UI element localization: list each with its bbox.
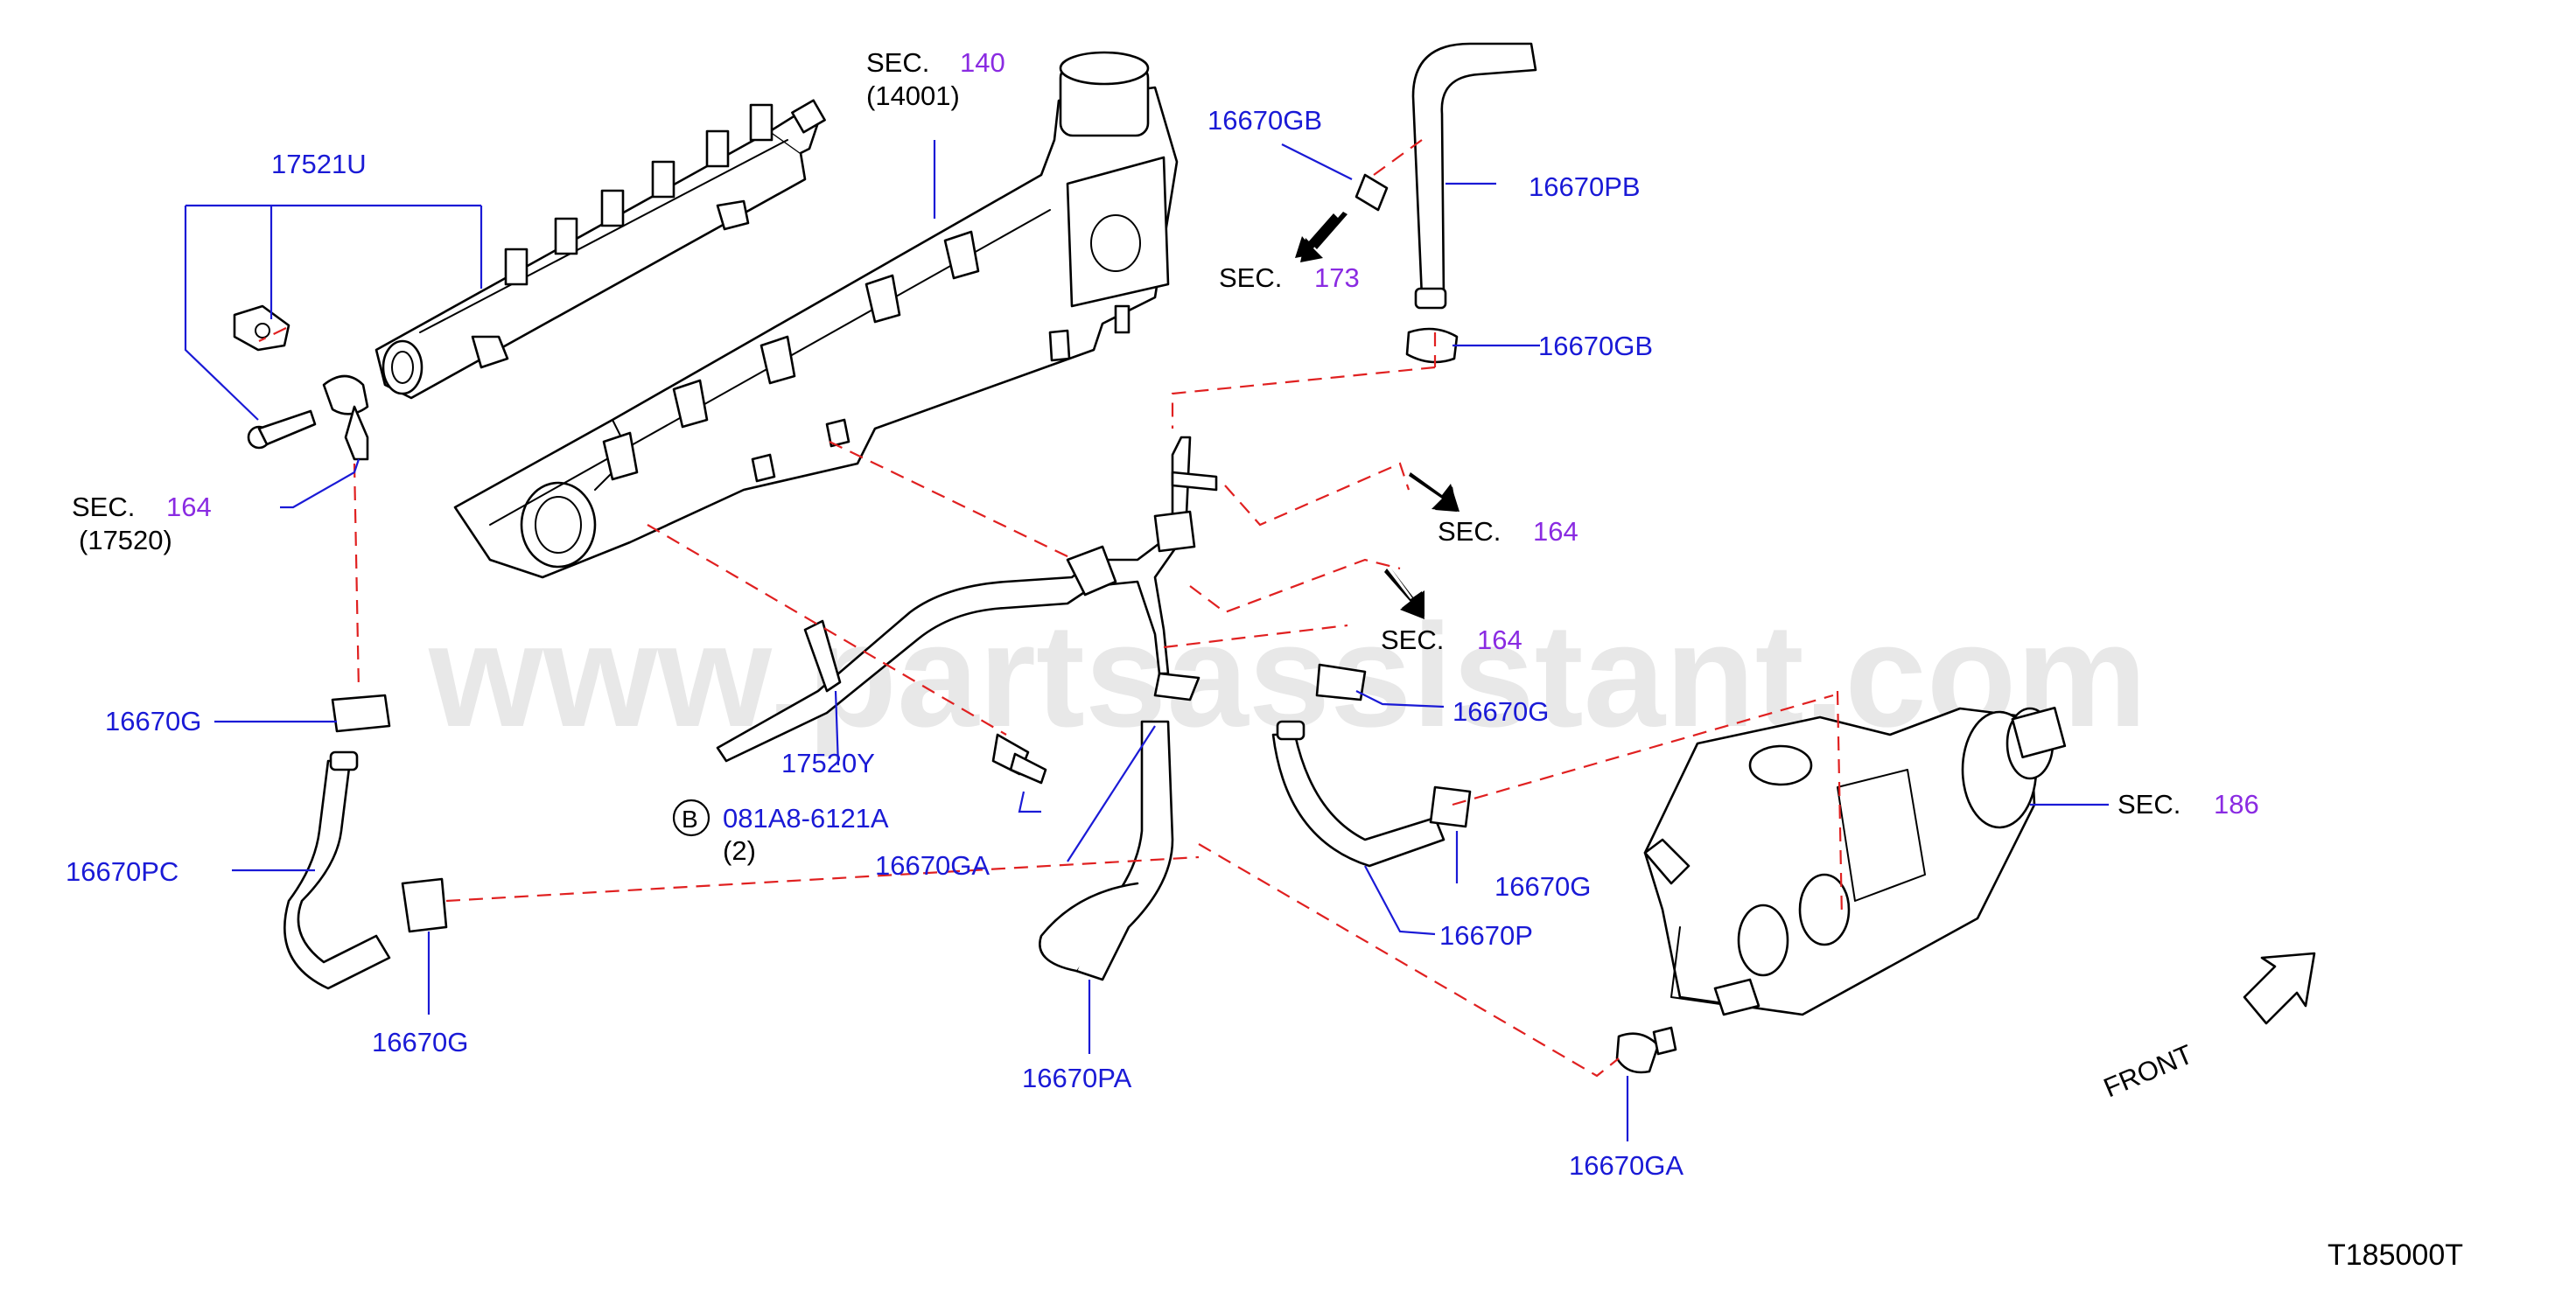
front-arrow-icon xyxy=(2243,952,2316,1025)
sec140-sub: (14001) xyxy=(866,80,960,111)
hose-16670PC xyxy=(284,694,448,990)
part-16670G-left[interactable]: 16670G xyxy=(105,706,201,736)
part-16670G-mid[interactable]: 16670G xyxy=(1452,696,1549,727)
part-16670GA-mid[interactable]: 16670GA xyxy=(875,850,990,881)
sec164b-prefix: SEC. xyxy=(1381,625,1444,655)
sec164-left-prefix: SEC. xyxy=(72,492,135,522)
bolt-circle-icon xyxy=(672,799,710,837)
sec186-prefix: SEC. xyxy=(2118,789,2180,820)
fuel-pipe-17520Y xyxy=(716,436,1218,763)
intake-manifold xyxy=(453,51,1179,579)
clamp-16670GA-bottom xyxy=(1615,1026,1677,1074)
diagram-code: T185000T xyxy=(2328,1239,2463,1272)
part-16670P[interactable]: 16670P xyxy=(1439,920,1533,951)
callout-sec164-b[interactable]: SEC. 164 xyxy=(1381,625,1522,655)
connection-lines xyxy=(258,139,1844,1078)
hose-16670P xyxy=(1271,663,1472,868)
part-16670GB-top[interactable]: 16670GB xyxy=(1208,105,1322,136)
sec164b-arrow-icon xyxy=(1384,569,1424,619)
sec164a-arrow-icon xyxy=(1409,472,1460,512)
bolt-081A8 xyxy=(991,733,1047,785)
callout-sec164-a[interactable]: SEC. 164 xyxy=(1438,516,1578,547)
sec173-arrow-icon xyxy=(1300,212,1348,262)
callout-bolt[interactable]: B 081A8-6121A (2) xyxy=(672,799,889,866)
sec164a-number: 164 xyxy=(1533,516,1578,547)
sec164-left-sub: (17520) xyxy=(79,525,172,555)
sec164b-number: 164 xyxy=(1477,625,1522,655)
hose-16670PB xyxy=(1354,42,1537,364)
leader-lines xyxy=(184,140,2109,1141)
callout-sec173[interactable]: SEC. 173 xyxy=(1219,262,1360,293)
part-16670PB[interactable]: 16670PB xyxy=(1529,171,1641,202)
bolt-circle-letter: B xyxy=(682,806,698,833)
part-16670G-right[interactable]: 16670G xyxy=(1494,871,1591,902)
sec186-number: 186 xyxy=(2214,789,2259,820)
sec173-number: 173 xyxy=(1314,262,1360,293)
part-16670GA-bottom[interactable]: 16670GA xyxy=(1569,1150,1684,1181)
callout-sec186[interactable]: SEC. 186 xyxy=(2118,789,2259,820)
sec140-prefix: SEC. xyxy=(866,47,929,78)
part-17521U[interactable]: 17521U xyxy=(271,149,367,179)
sec140-number: 140 xyxy=(960,47,1005,78)
part-16670PA[interactable]: 16670PA xyxy=(1022,1063,1132,1093)
fuel-rail xyxy=(374,99,826,400)
bolt-qty: (2) xyxy=(723,835,756,866)
callout-sec164-left[interactable]: SEC. 164 (17520) xyxy=(72,492,212,555)
front-label: FRONT xyxy=(2099,1038,2197,1103)
arrow-sec173-icon xyxy=(1295,213,1339,258)
labels: SEC. 140 (14001) 17521U SEC. 164 (17520)… xyxy=(66,47,2463,1272)
injection-pump xyxy=(1643,707,2067,1016)
sec173-prefix: SEC. xyxy=(1219,262,1282,293)
bolt-part-number: 081A8-6121A xyxy=(723,803,889,834)
callout-sec140[interactable]: SEC. 140 (14001) xyxy=(866,47,1005,111)
part-16670PC[interactable]: 16670PC xyxy=(66,856,178,887)
part-16670GB-mid[interactable]: 16670GB xyxy=(1538,331,1653,361)
rail-bracket-left xyxy=(233,304,369,461)
part-17520Y[interactable]: 17520Y xyxy=(781,748,875,778)
sec164-left-number: 164 xyxy=(166,492,212,522)
sec164a-prefix: SEC. xyxy=(1438,516,1501,547)
part-16670G-bottom[interactable]: 16670G xyxy=(372,1027,468,1057)
hose-16670PA xyxy=(1039,672,1200,981)
